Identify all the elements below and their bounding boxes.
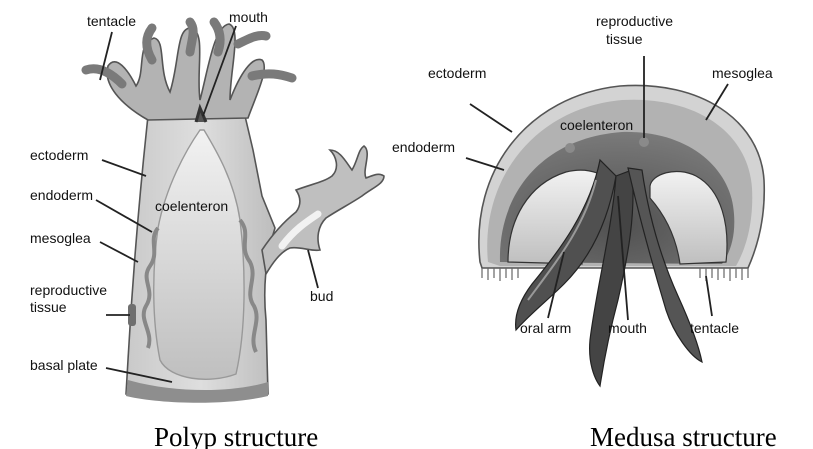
polyp-tentacle-3 [190,22,193,52]
polyp-tentacle-5 [238,35,266,44]
medusa-label-tentacle: tentacle [690,320,739,336]
polyp-caption: Polyp structure [154,422,318,449]
medusa-line-tentacle [706,276,712,316]
polyp-line-mesoglea [100,242,138,262]
polyp-line-ectoderm [102,160,146,176]
polyp-label-endoderm: endoderm [30,187,93,203]
polyp-diagram: tentacle mouth ectoderm endoderm coelent… [30,9,384,449]
polyp-tentacle-6 [252,74,292,78]
polyp-label-reproductive-2: tissue [30,299,67,315]
medusa-diagram: reproductive tissue ectoderm mesoglea co… [392,13,777,449]
polyp-label-mesoglea: mesoglea [30,230,91,246]
medusa-label-reproductive-2: tissue [606,31,643,47]
polyp-label-mouth: mouth [229,9,268,25]
medusa-reproductive-right [639,137,649,147]
polyp-label-reproductive-1: reproductive [30,282,107,298]
medusa-label-reproductive-1: reproductive [596,13,673,29]
polyp-label-basal-plate: basal plate [30,357,98,373]
polyp-tentacle-4 [214,22,220,52]
polyp-label-tentacle: tentacle [87,13,136,29]
medusa-label-mouth: mouth [608,320,647,336]
medusa-label-endoderm: endoderm [392,139,455,155]
medusa-line-ectoderm [470,104,512,132]
polyp-tentacle-2 [147,28,152,60]
medusa-label-mesoglea: mesoglea [712,65,773,81]
polyp-label-coelenteron: coelenteron [155,198,228,214]
polyp-line-bud [308,250,318,288]
medusa-caption: Medusa structure [590,422,777,449]
polyp-label-bud: bud [310,288,333,304]
polyp-bud [262,146,384,274]
medusa-label-ectoderm: ectoderm [428,65,486,81]
polyp-label-ectoderm: ectoderm [30,147,88,163]
medusa-label-coelenteron: coelenteron [560,117,633,133]
medusa-label-oral-arm: oral arm [520,320,571,336]
medusa-reproductive-left [565,143,575,153]
